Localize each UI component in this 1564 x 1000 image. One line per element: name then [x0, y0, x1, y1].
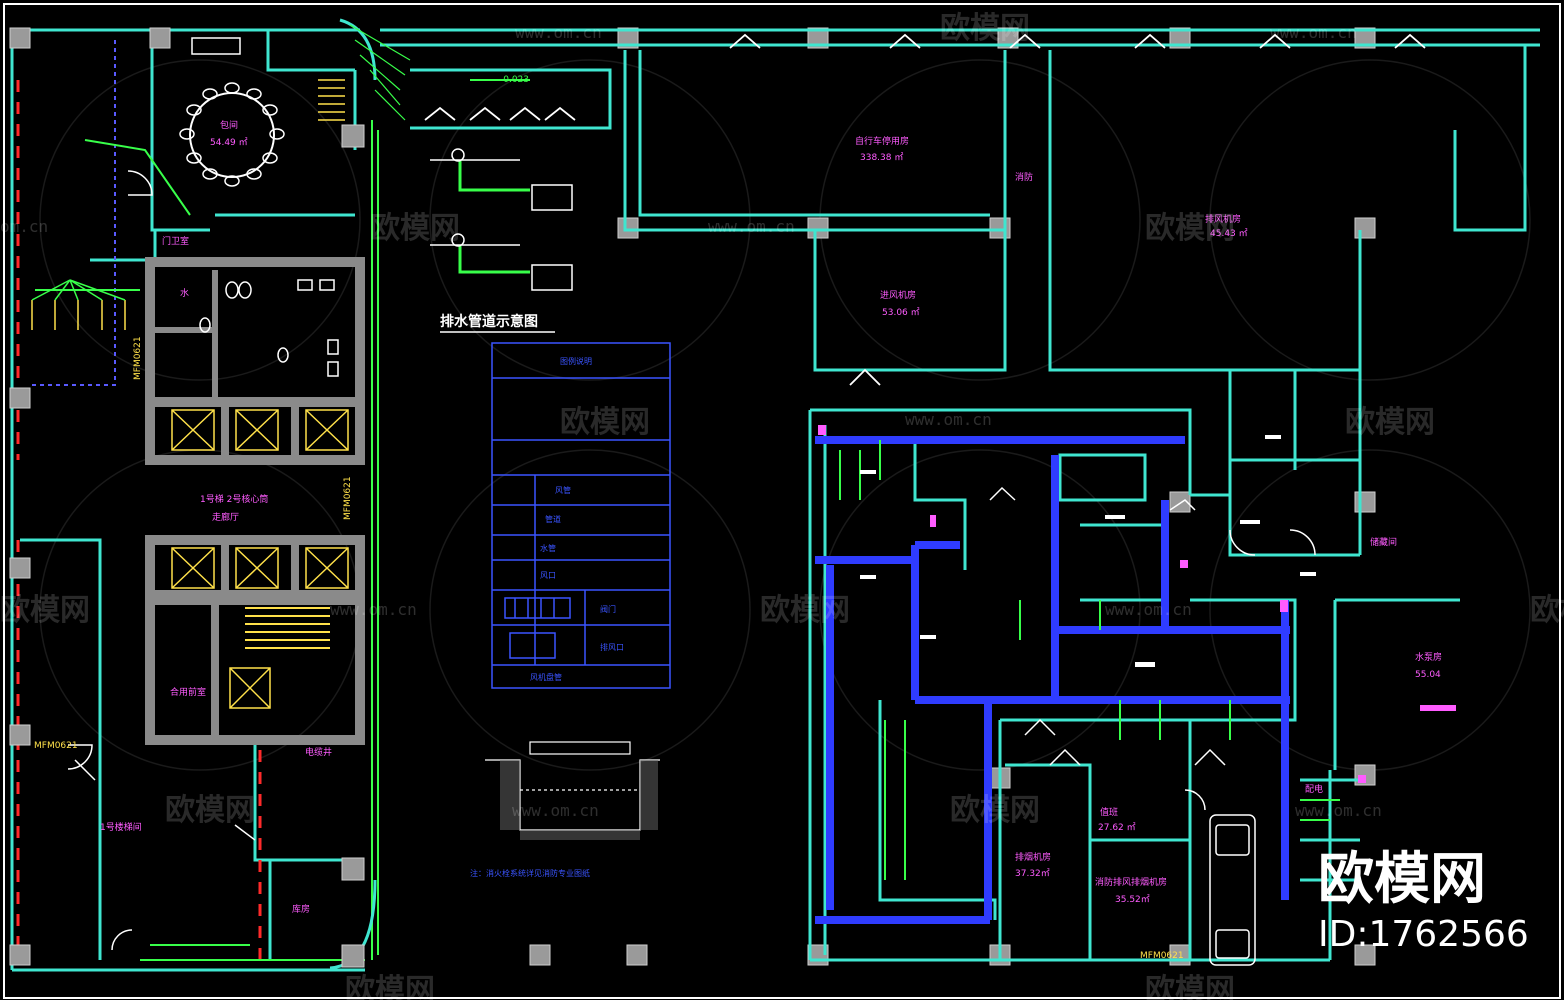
- legend-row-1: 风管: [555, 485, 571, 495]
- svg-text:欧模网: 欧模网: [0, 593, 90, 628]
- room-fan2-area: 35.52㎡: [1115, 894, 1150, 905]
- left-doors: [67, 170, 256, 951]
- drainage-title: 排水管道示意图: [440, 313, 538, 330]
- core-block: [145, 257, 365, 745]
- blue-dashed-lines: [30, 40, 116, 386]
- room-fan-area: 37.32㎡: [1015, 868, 1050, 879]
- green-outer-curve: [339, 18, 377, 81]
- room-bottom-left: 1号楼梯间: [100, 821, 142, 833]
- room-banquet-area: 54.49 ㎡: [210, 137, 248, 148]
- mfm-tag-2: MFM0621: [34, 741, 78, 751]
- legend-row-3: 水管: [540, 543, 556, 553]
- room-side: 配电: [1305, 783, 1323, 795]
- svg-text:www.om.cn: www.om.cn: [1105, 600, 1192, 619]
- green-hatch: [349, 24, 411, 121]
- green-pipe-stubs: [839, 440, 1340, 880]
- svg-text:欧模网: 欧模网: [1145, 973, 1235, 1000]
- legend-row-2: 管道: [545, 514, 561, 524]
- room-guard: 值班: [1100, 806, 1118, 818]
- elevation-mark: -0.023: [500, 75, 529, 85]
- pipe-schematic: [430, 79, 573, 291]
- brand-id: ID:1762566: [1318, 914, 1529, 955]
- room-pump-area: 55.04: [1415, 670, 1441, 680]
- room-stair: 合用前室: [170, 686, 206, 698]
- svg-text:www.om.cn: www.om.cn: [1270, 23, 1357, 42]
- legend-row-7: 风机盘管: [530, 672, 562, 682]
- room-core-sub: 走廊厅: [212, 511, 239, 523]
- svg-text:欧模网: 欧模网: [950, 793, 1040, 828]
- room-right-top: 排风机房: [1205, 213, 1241, 225]
- mech-walls: [808, 370, 1460, 962]
- svg-text:欧模网: 欧模网: [1145, 211, 1235, 246]
- left-walls: [10, 28, 365, 972]
- svg-text:www.om.cn: www.om.cn: [512, 801, 599, 820]
- blue-ducts: [815, 436, 1290, 924]
- watermark-logos: 欧模网 www.om.cn www.om.cn 欧模网 om.cn www.om…: [0, 11, 1564, 1000]
- top-stair: [318, 79, 345, 121]
- left-green-pipes: [35, 120, 379, 961]
- room-smoke: 进风机房: [880, 289, 916, 301]
- brand-stamp: 欧模网: [1318, 847, 1486, 912]
- top-doors: [424, 33, 1426, 386]
- room-storage: 库房: [292, 903, 310, 915]
- mfm-tag-4: MFM0621: [343, 476, 353, 520]
- svg-text:www.om.cn: www.om.cn: [330, 600, 417, 619]
- left-fan-array: [31, 300, 126, 330]
- svg-text:www.om.cn: www.om.cn: [905, 410, 992, 429]
- core-stair: [245, 607, 330, 649]
- room-smoke-area: 53.06 ㎡: [882, 307, 920, 318]
- svg-text:欧模网: 欧模网: [560, 405, 650, 440]
- room-electrical: 电缆井: [305, 746, 332, 758]
- center-top-walls: [380, 28, 1540, 555]
- legend-table: [491, 342, 671, 689]
- svg-text:欧模网: 欧模网: [165, 793, 255, 828]
- magenta-marks: [818, 425, 1456, 783]
- elevators: [171, 409, 349, 709]
- room-reception: 门卫室: [162, 235, 189, 247]
- room-fan: 排烟机房: [1015, 851, 1051, 863]
- svg-text:欧模网: 欧模网: [345, 973, 435, 1000]
- room-top-center-area: 338.38 ㎡: [860, 152, 903, 163]
- green-bottom-curve: [329, 879, 377, 970]
- mfm-tag-3: MFM0621: [1140, 951, 1184, 961]
- watermark-circles: [39, 59, 1531, 771]
- vehicle: [1209, 814, 1256, 966]
- svg-text:www.om.cn: www.om.cn: [1295, 801, 1382, 820]
- mech-doors: [989, 486, 1316, 811]
- mfm-tag-1: MFM0621: [133, 336, 143, 380]
- svg-text:www.om.cn: www.om.cn: [708, 217, 795, 236]
- room-banquet: 包间: [220, 119, 238, 131]
- room-core: 1号梯 2号核心筒: [200, 493, 268, 505]
- mech-ticks: [860, 435, 1316, 667]
- svg-text:欧模网: 欧模网: [760, 593, 850, 628]
- round-table: [179, 37, 285, 187]
- svg-text:www.om.cn: www.om.cn: [515, 23, 602, 42]
- room-fire: 消防: [1015, 171, 1033, 183]
- room-top-center: 自行车停用房: [855, 135, 909, 147]
- legend-row-4: 风口: [540, 571, 556, 580]
- svg-text:欧模网: 欧模网: [370, 211, 460, 246]
- svg-text:om.cn: om.cn: [0, 217, 48, 236]
- room-right-top-area: 45.43 ㎡: [1210, 228, 1248, 239]
- trench-note: 注：消火栓系统详见消防专业图纸: [470, 868, 590, 878]
- legend-row-6: 排风口: [600, 642, 624, 652]
- drawing-border: [3, 3, 1561, 999]
- legend-row-5: 阀门: [600, 604, 616, 614]
- room-right-small: 储藏间: [1370, 536, 1397, 548]
- svg-text:欧模网: 欧模网: [1345, 405, 1435, 440]
- svg-text:欧模网: 欧模网: [1530, 593, 1564, 628]
- toilet-fixtures: [199, 279, 339, 377]
- room-water: 水: [180, 287, 189, 299]
- room-guard-area: 27.62 ㎡: [1098, 822, 1136, 833]
- room-fan2: 消防排风排烟机房: [1095, 876, 1167, 888]
- svg-text:欧模网: 欧模网: [940, 11, 1030, 46]
- legend-header: 图例说明: [560, 356, 592, 366]
- room-pump: 水泵房: [1415, 651, 1442, 663]
- left-fan-lines: [31, 279, 126, 301]
- trench-hatch: [500, 760, 658, 840]
